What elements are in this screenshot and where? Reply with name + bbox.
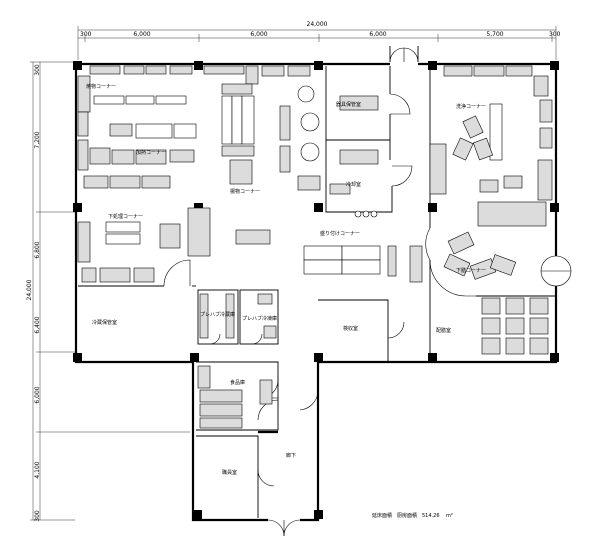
area-unit: m² bbox=[446, 513, 453, 519]
label-loading: 検収室 bbox=[343, 325, 358, 332]
top-dimension-lines: 24,000 300 6,000 6,000 6,000 5,700 300 bbox=[77, 21, 561, 60]
dim-left-4: 6,000 bbox=[34, 386, 41, 403]
label-pantry: 配膳室 bbox=[436, 327, 451, 334]
dim-left-2: 6,800 bbox=[34, 241, 41, 258]
total-height-label: 24,000 bbox=[26, 279, 33, 300]
area-value: 514.26 bbox=[422, 513, 440, 519]
area-note: 延床面積 厨房面積 514.26 m² bbox=[372, 512, 453, 519]
label-dry-storage: 食品庫 bbox=[230, 379, 245, 386]
label-frying: 揚物コーナー bbox=[230, 188, 260, 195]
label-corridor: 廊下 bbox=[286, 452, 296, 459]
structural-pillars bbox=[73, 61, 559, 519]
label-staff: 職員室 bbox=[222, 469, 237, 476]
dim-top-4: 5,700 bbox=[486, 31, 503, 38]
left-dimension-lines: 24,000 300 7,200 6,800 6,400 6,000 4,100… bbox=[26, 61, 190, 522]
label-dish-return: 下膳コーナー bbox=[456, 267, 486, 274]
dim-left-1: 7,200 bbox=[34, 131, 41, 148]
total-width-label: 24,000 bbox=[307, 21, 328, 28]
dim-left-6: 300 bbox=[34, 510, 41, 522]
dim-left-5: 4,100 bbox=[34, 461, 41, 478]
doors bbox=[163, 47, 572, 537]
label-dish-storage: 器具保管室 bbox=[336, 101, 361, 108]
label-cooling: 冷却室 bbox=[346, 181, 361, 188]
dim-left-0: 300 bbox=[34, 64, 41, 76]
dim-top-5: 300 bbox=[549, 31, 561, 38]
label-washing: 洗浄コーナー bbox=[456, 103, 486, 110]
dim-top-0: 300 bbox=[80, 31, 92, 38]
area-label: 延床面積 厨房面積 bbox=[372, 512, 417, 519]
label-cold-storage: 冷蔵保管室 bbox=[92, 319, 117, 326]
dim-top-1: 6,000 bbox=[133, 31, 150, 38]
label-prep: 下処理コーナー bbox=[108, 213, 143, 220]
equipment bbox=[77, 65, 553, 429]
label-grill: 焼物コーナー bbox=[86, 83, 116, 90]
dim-left-3: 6,400 bbox=[34, 316, 41, 333]
label-hot: 加熱コーナー bbox=[136, 149, 166, 156]
label-plating: 盛り付けコーナー bbox=[320, 230, 360, 237]
dim-top-3: 6,000 bbox=[369, 31, 386, 38]
dim-top-2: 6,000 bbox=[250, 31, 267, 38]
label-prefab-1: プレハブ冷蔵庫 bbox=[200, 311, 235, 318]
label-prefab-2: プレハブ冷凍庫 bbox=[242, 315, 277, 322]
room-labels: 焼物コーナー 加熱コーナー 揚物コーナー 下処理コーナー 盛り付けコーナー 器具… bbox=[86, 83, 486, 476]
interior-walls bbox=[78, 66, 556, 518]
